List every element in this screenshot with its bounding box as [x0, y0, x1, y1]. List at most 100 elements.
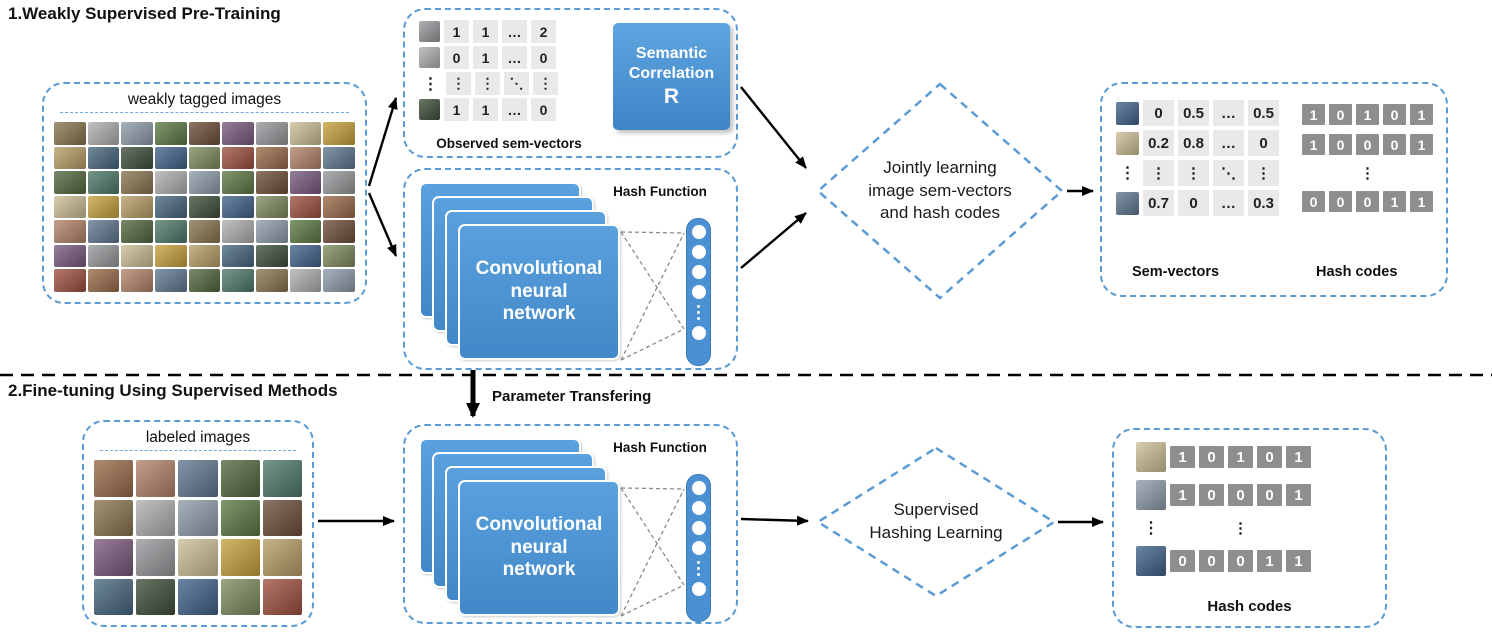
- thumbnail-image: [262, 539, 302, 576]
- vertical-ellipsis-dots: [697, 561, 700, 564]
- observed-caption: Observed sem-vectors: [436, 136, 582, 151]
- diamond-outline: [815, 446, 1057, 598]
- matrix-cell: 1: [444, 20, 469, 43]
- thumbnail-image: [222, 269, 254, 292]
- hash-bit-cell: 1: [1302, 134, 1325, 155]
- hash-node-circle: [691, 521, 706, 535]
- hash-function-label: Hash Function: [613, 440, 707, 455]
- cnn-front-layer: Convolutional neural network: [458, 224, 620, 360]
- thumbnail-image: [289, 146, 322, 170]
- thumbnail-image: [136, 539, 176, 576]
- thumbnail-image: [178, 539, 218, 576]
- matrix-cell: 1: [473, 46, 498, 69]
- thumbnail-image: [154, 269, 187, 292]
- matrix-cell: ⋮: [475, 72, 500, 95]
- thumbnail-image: [222, 195, 254, 219]
- thumbnail-image: [178, 499, 218, 536]
- matrix-cell: 1: [444, 98, 469, 121]
- thumbnail-image: [323, 269, 355, 292]
- matrix-row: ⋮⋮: [1136, 518, 1311, 538]
- hash-codes-caption: Hash codes: [1316, 264, 1398, 280]
- hash-codes-caption: Hash codes: [1207, 598, 1292, 615]
- thumbnail-image: [222, 122, 254, 145]
- thumbnail-image: [1116, 101, 1139, 125]
- hash-bit-cell: 0: [1170, 550, 1195, 572]
- matrix-cell: 0.7: [1143, 190, 1174, 216]
- thumbnail-image: [419, 47, 440, 68]
- matrix-row: ⋮⋮⋮⋱⋮: [1116, 160, 1279, 186]
- hash-bit-cell: 1: [1286, 550, 1311, 572]
- thumbnail-image: [1116, 131, 1139, 155]
- thumbnail-image: [262, 499, 302, 536]
- thumbnail-image: [222, 244, 254, 268]
- thumbnail-image: [188, 146, 221, 170]
- matrix-cell: ⋱: [504, 72, 529, 95]
- thumbnail-image: [121, 220, 153, 243]
- hash-bit-cell: 0: [1383, 104, 1406, 125]
- matrix-cell: 0.8: [1178, 130, 1209, 156]
- thumbnail-image: [121, 195, 153, 219]
- hash-bit-cell: 0: [1228, 484, 1253, 506]
- thumbnail-image: [323, 146, 355, 170]
- thumbnail-image: [220, 499, 260, 536]
- thumbnail-image: [94, 499, 134, 536]
- matrix-cell: 0: [1143, 100, 1174, 126]
- image-grid: [54, 122, 355, 292]
- thumbnail-image: [255, 171, 288, 194]
- thumbnail-image: [87, 195, 120, 219]
- thumbnail-image: [154, 122, 187, 145]
- semantic-correlation-text: Semantic: [635, 44, 708, 62]
- cnn-connector-lines: [620, 487, 685, 617]
- cnn-label: Convolutional: [475, 257, 603, 279]
- matrix-cell: …: [1213, 130, 1244, 156]
- thumbnail-image: [188, 220, 221, 243]
- thumbnail-image: [121, 269, 153, 292]
- matrix-cell: 2: [531, 20, 556, 43]
- hash-node-circle: [691, 541, 706, 555]
- hash-bit-cell: 1: [1228, 446, 1253, 468]
- matrix-cell: 1: [473, 98, 498, 121]
- matrix-cell: 0: [1248, 130, 1279, 156]
- thumbnail-image: [419, 99, 440, 120]
- thumbnail-image: [1136, 442, 1166, 472]
- diamond-text: and hash codes: [879, 203, 1001, 223]
- thumbnail-image: [220, 578, 260, 615]
- thumbnail-image: [121, 146, 153, 170]
- supervised-hashing-diamond: Supervised Hashing Learning: [815, 446, 1057, 598]
- parameter-transfer-label: Parameter Transfering: [492, 388, 652, 405]
- matrix-row: ⋮⋮⋮⋱⋮: [419, 72, 558, 95]
- thumbnail-image: [136, 460, 176, 497]
- arrow-cnn2-to-diamond: [740, 515, 809, 526]
- thumbnail-image: [323, 122, 355, 145]
- thumbnail-image: [188, 171, 221, 194]
- matrix-cell: 0: [1178, 190, 1209, 216]
- hash-bit-cell: 0: [1199, 446, 1224, 468]
- thumbnail-image: [188, 269, 221, 292]
- thumbnail-image: [289, 220, 322, 243]
- hash-node-circle: [691, 225, 706, 239]
- thumbnail-image: [94, 460, 134, 497]
- thumbnail-image: [289, 171, 322, 194]
- hash-node-circle: [691, 285, 706, 299]
- thumbnail-image: [222, 171, 254, 194]
- cnn-label: neural: [510, 280, 568, 302]
- thumbnail-image: [188, 122, 221, 145]
- matrix-row: ⋮: [1302, 164, 1433, 182]
- cnn-panel-stage1: Hash Function Convolutional neural netwo…: [403, 168, 738, 370]
- hash-bit-cell: 1: [1356, 104, 1379, 125]
- vertical-ellipsis-dots: [697, 305, 700, 308]
- thumbnail-image: [54, 269, 86, 292]
- thumbnail-image: [222, 146, 254, 170]
- thumbnail-image: [54, 195, 86, 219]
- thumbnail-image: [255, 220, 288, 243]
- thumbnail-image: [87, 244, 120, 268]
- cnn-connector-lines: [620, 231, 685, 361]
- thumbnail-image: [220, 539, 260, 576]
- hash-bit-cell: 0: [1257, 446, 1282, 468]
